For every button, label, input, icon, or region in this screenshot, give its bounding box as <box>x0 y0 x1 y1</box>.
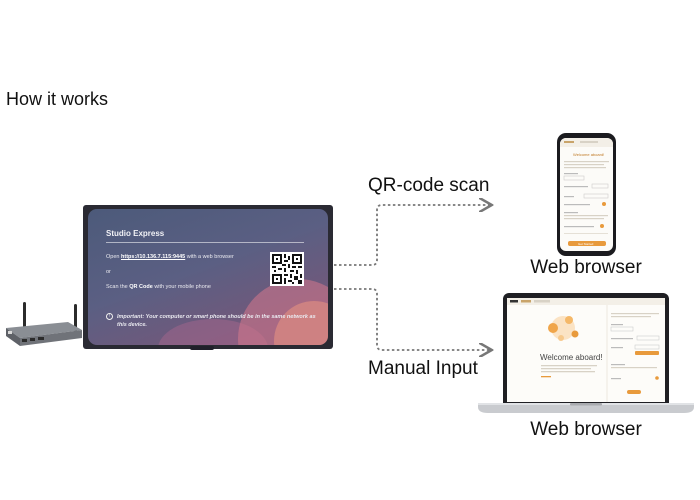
phone-browser-label: Web browser <box>530 257 642 278</box>
laptop-base <box>478 403 694 413</box>
laptop-device: Welcome aboard! <box>503 293 669 403</box>
phone-welcome-title: Welcome aboard! <box>573 152 605 157</box>
manual-input-arrow <box>334 288 490 350</box>
instruction-text: with a web browser <box>186 254 234 260</box>
scan-qr-instruction: Scan the QR Code with your mobile phone <box>106 284 211 290</box>
router-device-icon <box>6 302 82 346</box>
screen-title: Studio Express <box>106 229 165 238</box>
qr-code-emphasis: QR Code <box>129 284 153 290</box>
network-notice: Important: Your computer or smart phone … <box>117 314 316 328</box>
instruction-text: Scan the <box>106 284 128 290</box>
phone-app-mockup <box>560 138 613 246</box>
manual-input-label: Manual Input <box>368 358 478 379</box>
page-title: How it works <box>6 89 109 109</box>
laptop-screen: Welcome aboard! <box>507 298 665 402</box>
device-url-link[interactable]: https://10.136.7.115:9445 <box>121 254 186 260</box>
qr-scan-arrow <box>334 205 490 266</box>
open-url-instruction: Open https://10.136.7.115:9445 with a we… <box>106 254 234 260</box>
instruction-text: Open <box>106 254 120 260</box>
laptop-browser-label: Web browser <box>530 419 642 440</box>
phone-get-started-button[interactable]: Get Started <box>578 242 594 246</box>
smartphone-device: Welcome aboard! Get Started <box>557 133 616 256</box>
phone-screen: Welcome aboard! Get Started <box>560 138 613 251</box>
instruction-text: with your mobile phone <box>154 284 211 290</box>
laptop-welcome-title: Welcome aboard! <box>540 353 603 362</box>
qr-code-scan-label: QR-code scan <box>368 175 490 196</box>
qr-code-icon <box>270 252 304 286</box>
info-circle-icon: ! <box>106 313 113 320</box>
laptop-app-mockup <box>507 298 665 402</box>
display-monitor: Studio Express Open https://10.136.7.115… <box>83 205 333 349</box>
divider <box>106 242 304 243</box>
or-text: or <box>106 269 111 275</box>
display-screen: Studio Express Open https://10.136.7.115… <box>88 209 328 345</box>
monitor-stand <box>190 346 214 350</box>
